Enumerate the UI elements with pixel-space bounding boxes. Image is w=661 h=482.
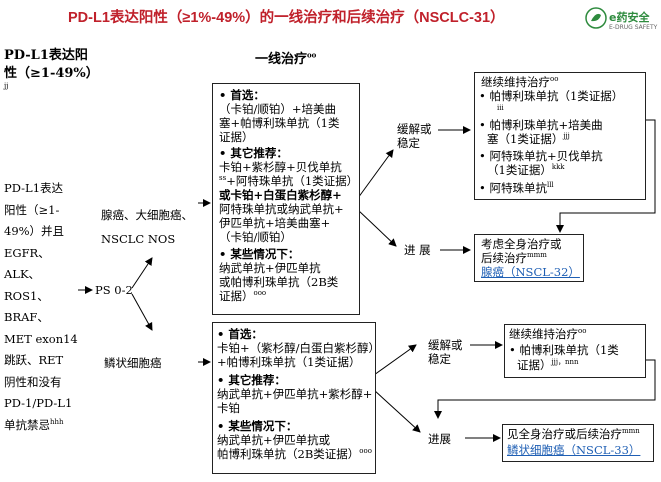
header-pd-l1-line1: PD-L1表达阳 bbox=[4, 48, 88, 63]
sq-pref-label: • 首选： bbox=[217, 327, 263, 341]
criteria-line: 49%）并且 bbox=[4, 224, 65, 238]
histology-adeno-line2: NSCLC NOS bbox=[101, 232, 176, 246]
nonsq-other-line: 卡铂+紫杉醇+贝伐单抗 bbox=[219, 160, 342, 174]
maintenance-top-box: 继续维持治疗oo • 帕博利珠单抗（1类证据） iii • 帕博利珠单抗+培美曲… bbox=[474, 72, 646, 200]
maint-bottom-title: 继续维持治疗oo bbox=[509, 327, 587, 341]
adenocarcinoma-link[interactable]: 腺癌（NSCL-32） bbox=[481, 265, 580, 279]
progression-top-box: 考虑全身治疗或 后续治疗mmm 腺癌（NSCL-32） bbox=[474, 234, 584, 282]
sq-other-line: 卡铂 bbox=[217, 401, 240, 415]
first-line-header-text: 一线治疗 bbox=[255, 52, 308, 67]
nonsq-other-line: （卡铂/顺铂） bbox=[219, 230, 292, 244]
maint-top-item: • 帕博利珠单抗（1类证据） bbox=[479, 89, 624, 103]
first-line-header: 一线治疗oo bbox=[255, 50, 317, 67]
squamous-link[interactable]: 鳞状细胞癌（NSCL-33） bbox=[507, 443, 641, 457]
eligibility-criteria: PD-L1表达 阳性（≥1- 49%）并且 EGFR、 ALK、 ROS1、 B… bbox=[4, 178, 78, 436]
nonsq-pref-label: • 首选： bbox=[219, 88, 265, 102]
nonsq-other-line: 或卡铂+白蛋白紫杉醇+ bbox=[219, 188, 342, 202]
nonsq-other-line: ss+阿特珠单抗（1类证据） bbox=[219, 174, 359, 188]
response-bottom-line1: 缓解或 bbox=[428, 338, 463, 352]
logo-text: e药安全 bbox=[609, 11, 650, 24]
histology-adeno-line1: 腺癌、大细胞癌、 bbox=[101, 208, 193, 222]
response-bottom-line2: 稳定 bbox=[428, 352, 451, 366]
maint-top-item: • 帕博利珠单抗+培美曲 bbox=[479, 118, 603, 132]
sq-pref-line: 卡铂+（紫杉醇/白蛋白紫杉醇） bbox=[217, 341, 381, 355]
nonsquamous-first-line-box: • 首选： （卡铂/顺铂）+培美曲 塞+帕博利珠单抗（1类 证据） • 其它推荐… bbox=[212, 83, 360, 315]
nonsq-some-line: 证据）ooo bbox=[219, 289, 267, 303]
criteria-line: 单抗禁忌hhh bbox=[4, 415, 78, 437]
first-line-header-note: oo bbox=[307, 50, 317, 60]
criteria-line: 阳性（≥1- bbox=[4, 202, 60, 217]
header-pd-l1-note: jj bbox=[4, 82, 9, 90]
nonsq-other-line: 伊匹单抗+培美曲塞+ bbox=[219, 216, 331, 230]
progress-top-label: 进 展 bbox=[404, 243, 431, 257]
criteria-line: PD-L1表达 bbox=[4, 181, 64, 195]
logo: e药安全 E-DRUG SAFETY bbox=[585, 3, 657, 37]
criteria-last-text: 单抗禁忌 bbox=[4, 417, 50, 432]
criteria-line: PD-1/PD-L1 bbox=[4, 396, 73, 410]
criteria-line: 跳跃、RET bbox=[4, 353, 64, 367]
progression-bottom-box: 见全身治疗或后续治疗mmn 鳞状细胞癌（NSCL-33） bbox=[502, 424, 654, 462]
prog-bottom-line1: 见全身治疗或后续治疗mmn bbox=[507, 427, 640, 441]
nonsq-other-line: 阿特珠单抗或纳武单抗+ bbox=[219, 202, 344, 216]
nonsq-pref-line: 证据） bbox=[219, 130, 254, 144]
criteria-note: hhh bbox=[50, 417, 64, 426]
maint-top-item: • 阿特珠单抗+贝伐单抗 bbox=[479, 149, 603, 163]
maintenance-bottom-box: 继续维持治疗oo • 帕博利珠单抗（1类 证据）jjj，nnn bbox=[504, 324, 646, 378]
nonsq-some-line: 或帕博利珠单抗（2B类 bbox=[219, 275, 339, 289]
response-top-line1: 缓解或 bbox=[397, 122, 432, 136]
sq-some-line: 帕博利珠单抗（2B类证据）ooo bbox=[217, 447, 372, 461]
maint-bottom-item-cont: 证据）jjj，nnn bbox=[517, 358, 579, 372]
criteria-line: ROS1、 bbox=[4, 288, 49, 303]
leaf-logo-icon bbox=[585, 7, 607, 29]
nonsq-other-label: • 其它推荐： bbox=[219, 146, 288, 160]
nonsq-some-line: 纳武单抗+伊匹单抗 bbox=[219, 261, 321, 275]
sq-other-label: • 其它推荐： bbox=[217, 373, 286, 387]
criteria-line: MET exon14 bbox=[4, 331, 78, 346]
squamous-first-line-box: • 首选： 卡铂+（紫杉醇/白蛋白紫杉醇） +帕博利珠单抗（1类证据） • 其它… bbox=[212, 322, 380, 474]
page-title: PD-L1表达阳性（≥1%-49%）的一线治疗和后续治疗（NSCLC-31） bbox=[68, 10, 505, 26]
nonsq-some-label: • 某些情况下： bbox=[219, 247, 300, 261]
header-pd-l1-line2: 性（≥1-49%） bbox=[4, 66, 99, 81]
prog-top-line1: 考虑全身治疗或 bbox=[481, 237, 562, 251]
criteria-line: BRAF、 bbox=[4, 310, 49, 324]
maint-top-item-cont: （1类证据）kkk bbox=[487, 163, 565, 177]
logo-subtext: E-DRUG SAFETY bbox=[609, 24, 658, 31]
maint-top-item: • 阿特珠单抗lll bbox=[479, 181, 554, 195]
maint-top-item-cont: 塞（1类证据）jjj bbox=[487, 132, 570, 146]
sq-some-line: 纳武单抗+伊匹单抗或 bbox=[217, 433, 331, 447]
prog-top-line2: 后续治疗mmm bbox=[481, 251, 547, 265]
ps-label: PS 0-2 bbox=[95, 283, 133, 297]
criteria-line: ALK、 bbox=[4, 267, 41, 281]
sq-pref-line: +帕博利珠单抗（1类证据） bbox=[217, 355, 361, 369]
response-top-line2: 稳定 bbox=[397, 136, 420, 150]
sq-some-label: • 某些情况下： bbox=[217, 419, 298, 433]
nonsq-pref-line: 塞+帕博利珠单抗（1类 bbox=[219, 116, 340, 130]
nonsq-pref-line: （卡铂/顺铂）+培美曲 bbox=[219, 102, 337, 116]
maint-top-title: 继续维持治疗oo bbox=[481, 75, 559, 89]
criteria-line: 阴性和没有 bbox=[4, 374, 62, 389]
maint-top-item-note: iii bbox=[497, 104, 504, 112]
histology-squamous: 鳞状细胞癌 bbox=[104, 356, 162, 370]
sq-other-line: 纳武单抗+伊匹单抗+紫杉醇+ bbox=[217, 387, 373, 401]
criteria-line: EGFR、 bbox=[4, 245, 50, 260]
progress-bottom-label: 进展 bbox=[428, 432, 451, 446]
maint-bottom-item: • 帕博利珠单抗（1类 bbox=[509, 343, 619, 357]
